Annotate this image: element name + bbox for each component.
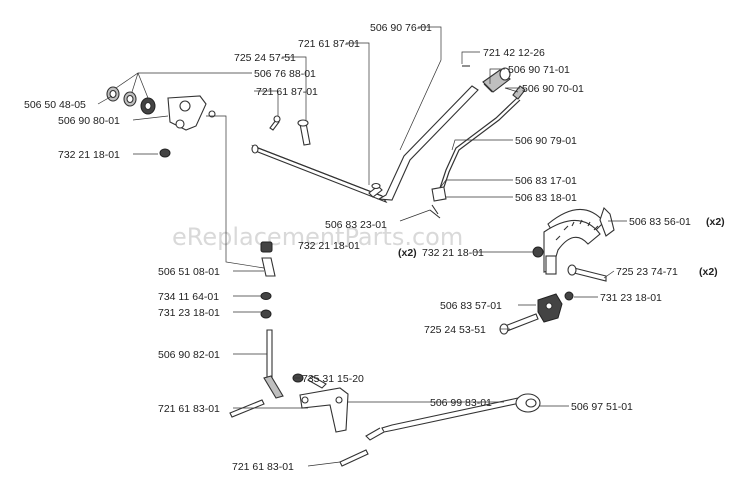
label-721618701-a: 721 61 87-01 [298,38,360,50]
clamp-block [499,291,574,335]
label-506835601-qty: (x2) [706,216,725,228]
label-506768801: 506 76 88-01 [254,68,316,80]
label-506998301: 506 99 83-01 [430,397,492,409]
label-725237471-qty: (x2) [699,266,718,278]
label-725245751: 725 24 57-51 [234,52,296,64]
label-732211801-a: 732 21 18-01 [58,149,120,161]
label-721618701-b: 721 61 87-01 [256,86,318,98]
label-506832301: 506 83 23-01 [325,219,387,231]
left-bracket [106,86,216,158]
label-506908001: 506 90 80-01 [58,115,120,127]
label-506510801: 506 51 08-01 [158,266,220,278]
label-731231801-b: 731 23 18-01 [158,307,220,319]
lower-lever [229,373,349,433]
label-506907001: 506 90 70-01 [522,83,584,95]
gear-sectors [532,206,615,282]
label-506504805: 506 50 48-05 [24,99,86,111]
cable [439,85,526,191]
label-506908201: 506 90 82-01 [158,349,220,361]
label-721421226: 721 42 12-26 [483,47,545,59]
shift-rod-assembly [251,85,479,204]
label-735311520: 735 31 15-20 [302,373,364,385]
label-506835601: 506 83 56-01 [629,216,691,228]
watermark-text: eReplacementParts.com [172,223,463,251]
label-506831801: 506 83 18-01 [515,192,577,204]
leader-lines [97,26,627,467]
label-506907601: 506 90 76-01 [370,22,432,34]
label-506907101: 506 90 71-01 [508,64,570,76]
label-506975101: 506 97 51-01 [571,401,633,413]
label-725245351: 725 24 53-51 [424,324,486,336]
label-506835701: 506 83 57-01 [440,300,502,312]
cable-clip [429,186,447,219]
vertical-rod-stack [260,241,284,399]
label-732211801-b: 732 21 18-01 [298,240,360,252]
label-734116401: 734 11 64-01 [158,291,219,303]
long-lower-rod [339,393,541,467]
label-506907901: 506 90 79-01 [515,135,577,147]
label-506831701: 506 83 17-01 [515,175,577,187]
label-721618301-b: 721 61 83-01 [232,461,294,473]
label-732211801-c-qty: (x2) [398,247,417,259]
rod-pins [269,115,383,198]
label-732211801-c: 732 21 18-01 [422,247,484,259]
handle-grip [482,67,511,93]
part-labels: 506 90 76-01 721 42 12-26 721 61 87-01 7… [24,22,725,473]
label-721618301-a: 721 61 83-01 [158,403,220,415]
label-731231801-a: 731 23 18-01 [600,292,662,304]
label-725237471: 725 23 74-71 [616,266,678,278]
